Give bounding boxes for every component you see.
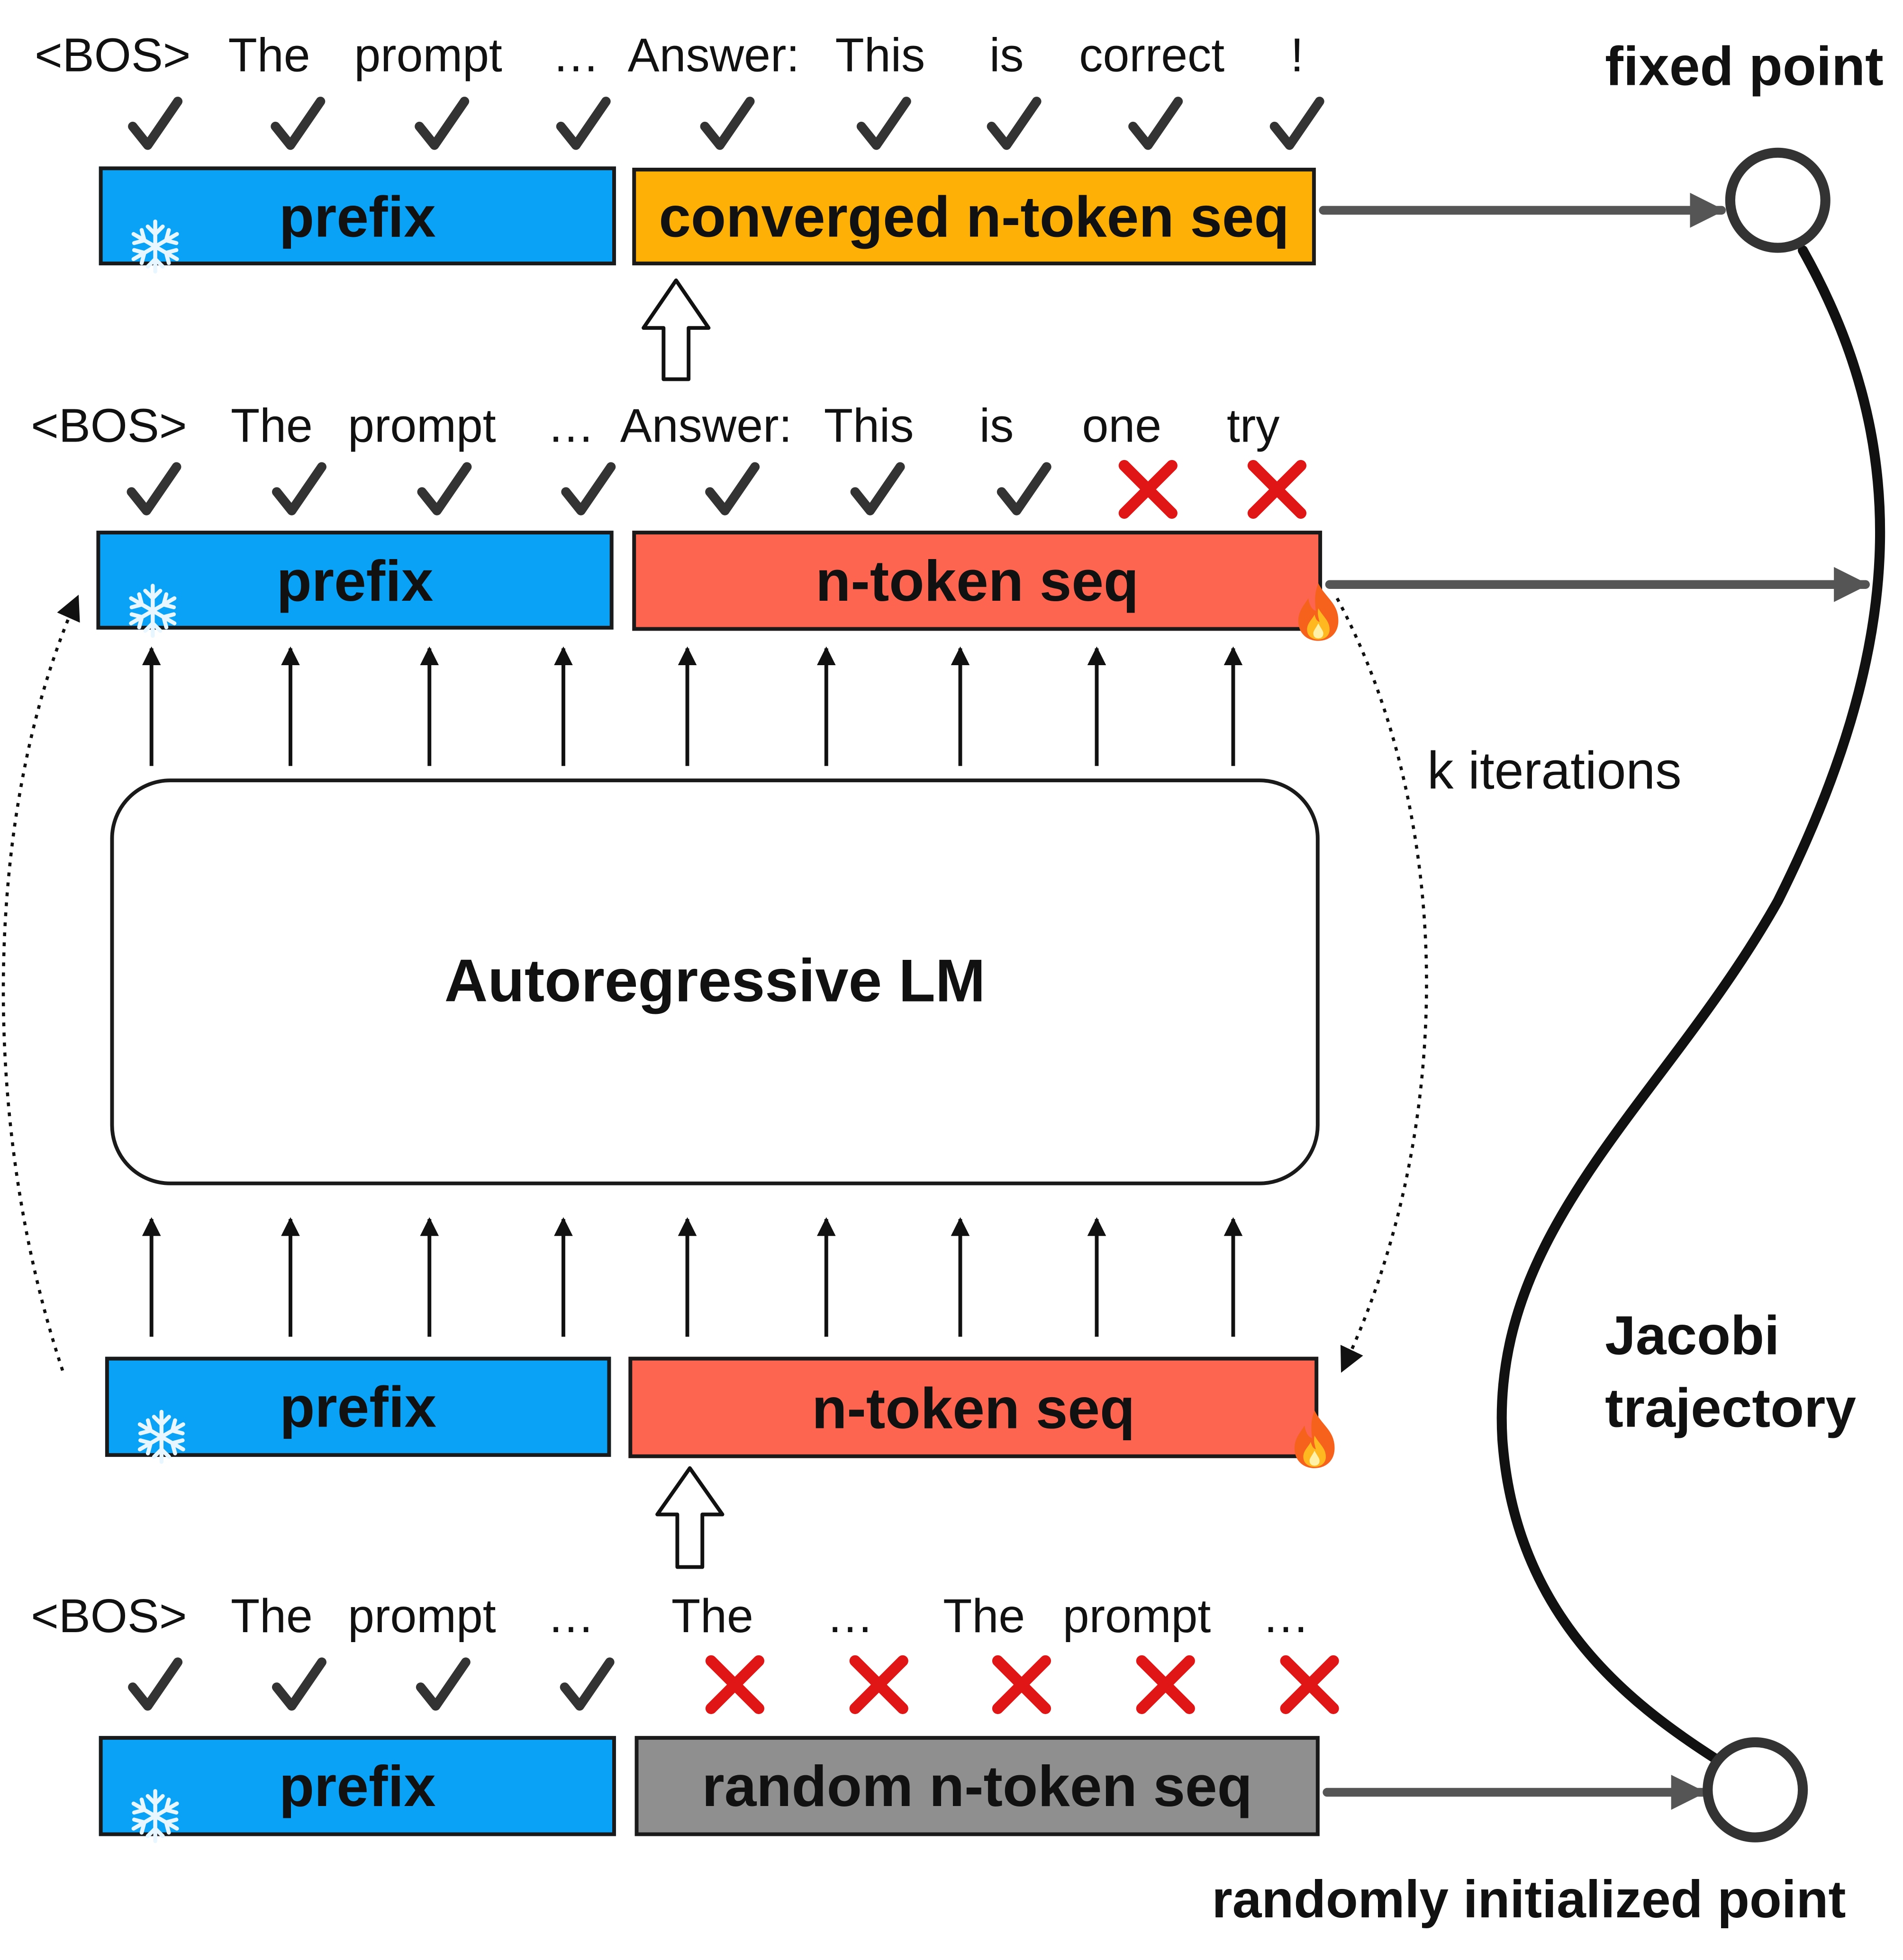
- token-text: …: [1262, 1590, 1310, 1644]
- converged-seq-box: converged n-token seq: [632, 168, 1316, 266]
- fixed-point-label: fixed point: [1605, 36, 1884, 98]
- token-text: prompt: [348, 400, 496, 453]
- token-text: The: [228, 30, 310, 83]
- converged-seq-label: converged n-token seq: [659, 184, 1289, 249]
- ntoken-seq-label: n-token seq: [812, 1375, 1135, 1440]
- prefix-box-low: prefix: [105, 1356, 611, 1464]
- autoregressive-lm-block: Autoregressive LM: [110, 778, 1320, 1185]
- prefix-box-top: prefix: [99, 166, 616, 273]
- hollow-up-arrow-top: [642, 278, 711, 381]
- token-text: The: [671, 1590, 753, 1644]
- token-text: This: [824, 400, 914, 453]
- prefix-box-bottom: prefix: [99, 1736, 616, 1843]
- model-label: Autoregressive LM: [444, 948, 986, 1015]
- token-text: prompt: [1062, 1590, 1211, 1644]
- jacobi-trajectory-curve: [1496, 245, 1885, 1764]
- token-text: This: [835, 30, 925, 83]
- token-text: correct: [1079, 30, 1225, 83]
- token-text: one: [1082, 400, 1162, 453]
- prefix-label: prefix: [279, 1753, 436, 1819]
- token-text: is: [979, 400, 1014, 453]
- token-text: The: [230, 1590, 313, 1644]
- token-text: …: [547, 1590, 595, 1644]
- token-text: The: [943, 1590, 1025, 1644]
- prefix-box-mid: prefix: [96, 531, 614, 637]
- ntoken-seq-box-low: n-token seq: [628, 1356, 1335, 1468]
- lm-input-arrows: [142, 1217, 1243, 1337]
- token-text: prompt: [348, 1590, 496, 1644]
- jacobi-label: Jacobi: [1605, 1305, 1780, 1367]
- random-point-label: randomly initialized point: [1212, 1870, 1846, 1929]
- trajectory-label: trajectory: [1605, 1378, 1857, 1440]
- random-seq-label: random n-token seq: [702, 1753, 1252, 1819]
- random-point-circle: [1703, 1737, 1808, 1843]
- token-text: try: [1226, 400, 1280, 453]
- token-text: The: [230, 400, 313, 453]
- fixed-point-circle: [1725, 147, 1831, 253]
- ntoken-seq-box-mid: n-token seq: [632, 531, 1339, 641]
- lm-output-arrows: [142, 646, 1243, 766]
- token-text: <BOS>: [35, 30, 191, 83]
- k-iterations-label: k iterations: [1427, 741, 1682, 800]
- token-text: …: [547, 400, 595, 453]
- token-text: is: [989, 30, 1024, 83]
- token-text: prompt: [354, 30, 502, 83]
- ntoken-seq-label: n-token seq: [816, 548, 1139, 614]
- hollow-up-arrow-bottom: [655, 1466, 725, 1569]
- token-text: !: [1290, 30, 1304, 83]
- token-text: <BOS>: [31, 1590, 187, 1644]
- token-text: Answer:: [620, 400, 792, 453]
- random-seq-box: random n-token seq: [634, 1736, 1320, 1836]
- prefix-label: prefix: [276, 547, 434, 613]
- iteration-loop-right: [1335, 597, 1428, 1373]
- prefix-label: prefix: [280, 1374, 437, 1440]
- prefix-label: prefix: [279, 183, 436, 249]
- token-text: <BOS>: [31, 400, 187, 453]
- token-text: …: [552, 30, 600, 83]
- iteration-loop-left: [1, 595, 80, 1371]
- token-text: Answer:: [627, 30, 800, 83]
- token-text: …: [826, 1590, 874, 1644]
